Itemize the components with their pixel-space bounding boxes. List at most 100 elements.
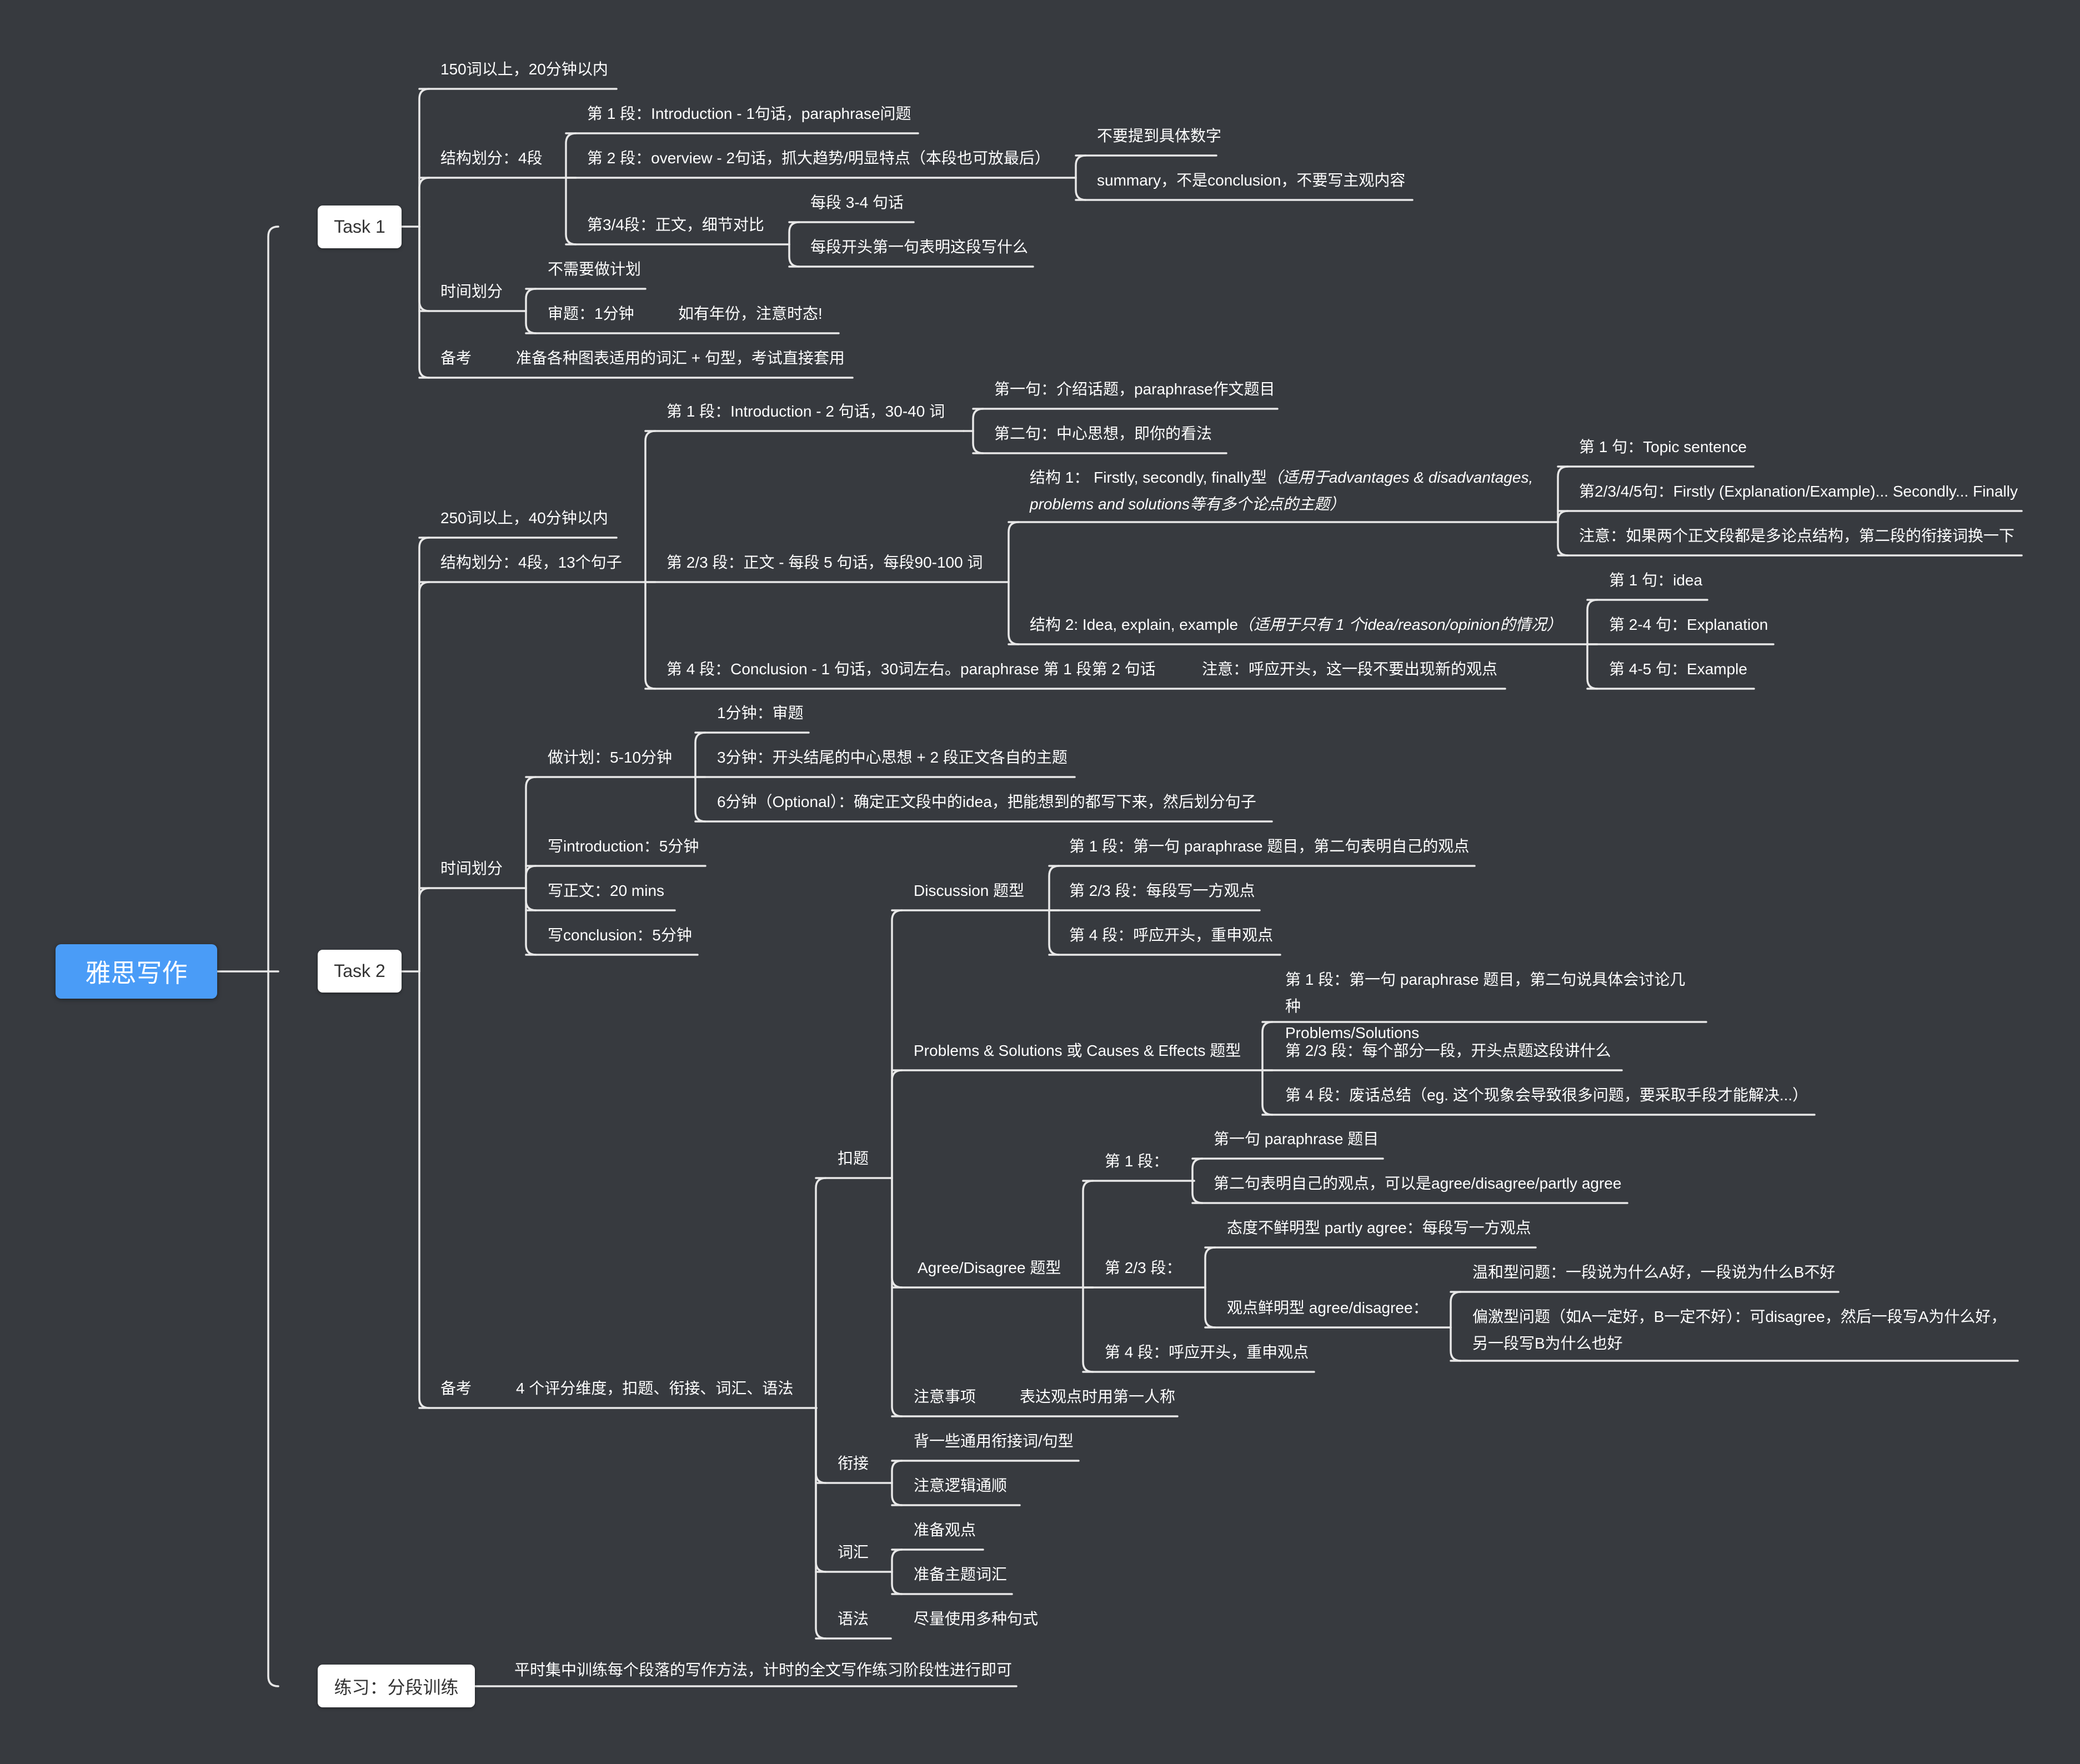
connector-line	[1191, 1157, 1204, 1182]
connector-line	[418, 887, 430, 973]
problems-type: Problems & Solutions 或 Causes & Effects …	[914, 1042, 1241, 1059]
task2-structure2: 结构 2: Idea, explain, example（适用于只有 1 个id…	[1030, 616, 1562, 633]
connector-line	[815, 1407, 827, 1573]
task2-structure1-note: 第2/3/4/5句：Firstly (Explanation/Example).…	[1579, 483, 2018, 500]
agree-clear: 观点鲜明型 agree/disagree：	[1227, 1299, 1429, 1316]
task2-node[interactable]: Task 2	[318, 950, 402, 993]
connector-line	[1008, 521, 1020, 583]
task2-conclusion-time: 写conclusion：5分钟	[548, 926, 692, 944]
connector-line	[1191, 1180, 1204, 1204]
connector-line	[1204, 1246, 1216, 1289]
root-node[interactable]: 雅思写作	[56, 944, 217, 999]
connector-line	[815, 1407, 827, 1640]
discussion-type: Discussion 题型	[914, 882, 1025, 899]
task1-para1: 第 1 段：Introduction - 1句话，paraphrase问题	[587, 105, 911, 122]
task1-review: 审题：1分钟	[548, 305, 634, 322]
connector-line	[972, 430, 984, 454]
cohesion-item: 注意逻辑通顺	[914, 1477, 1008, 1494]
connector-line	[525, 887, 537, 956]
task2-prep-dims: 4 个评分维度，扣题、衔接、词汇、语法	[516, 1380, 794, 1397]
task2-structure1-note: 第 1 句：Topic sentence	[1579, 438, 1747, 455]
task2-plan: 做计划：5-10分钟	[548, 749, 673, 766]
connector-line	[565, 132, 577, 179]
connector-line	[1261, 1069, 1274, 1116]
task2-para23: 第 2/3 段：正文 - 每段 5 句话，每段90-100 词	[666, 554, 983, 571]
task2-para4: 第 4 段：Conclusion - 1 句话，30词左右。paraphrase…	[666, 660, 1156, 678]
connector-line	[891, 1571, 903, 1595]
agree-para1: 第 1 段：	[1105, 1152, 1169, 1170]
task2-structure1-note: 注意：如果两个正文段都是多论点结构，第二段的衔接词换一下	[1579, 527, 2015, 544]
discussion-item: 第 1 段：第一句 paraphrase 题目，第二句表明自己的观点	[1069, 838, 1470, 855]
connector-line	[267, 970, 279, 1687]
task1-no-plan: 不需要做计划	[548, 260, 641, 278]
connector-line	[694, 776, 706, 823]
task1-prep: 备考	[440, 349, 472, 367]
connector-line	[418, 581, 430, 973]
task2-para4-note: 注意：呼应开头，这一段不要出现新的观点	[1202, 660, 1498, 678]
connector-line	[1075, 154, 1087, 179]
cohesion-item: 背一些通用衔接词/句型	[914, 1432, 1074, 1450]
grammar: 语法	[838, 1610, 869, 1627]
task1-para34-note: 每段 3-4 句话	[810, 194, 904, 211]
task2-structure1: 结构 1： Firstly, secondly, finally型（适用于adv…	[1030, 469, 1533, 513]
connector-line	[1048, 909, 1060, 956]
agree-para1-item: 第二句表明自己的观点，可以是agree/disagree/partly agre…	[1214, 1175, 1622, 1192]
connector-line	[525, 887, 537, 911]
task2-plan-step: 6分钟（Optional）：确定正文段中的idea，把能想到的都写下来，然后划分…	[717, 793, 1256, 810]
connector-line	[1204, 1286, 1216, 1329]
connector-line	[891, 909, 903, 1179]
connector-line	[525, 865, 537, 889]
connector-line	[418, 177, 430, 228]
cohesion: 衔接	[838, 1455, 869, 1472]
problems-para4: 第 4 段：废话总结（eg. 这个现象会导致很多问题，要采取手段才能解决...）	[1285, 1086, 1808, 1104]
task1-para2-note: 不要提到具体数字	[1097, 127, 1222, 144]
task2-time: 时间划分	[440, 860, 503, 877]
connector-line	[267, 225, 279, 973]
task1-words: 150词以上，20分钟以内	[440, 61, 608, 78]
connector-line	[565, 177, 577, 245]
task1-review-note: 如有年份，注意时态!	[678, 305, 823, 322]
connector-line	[1082, 1286, 1094, 1373]
connector-line	[525, 288, 537, 312]
task1-structure: 结构划分：4段	[440, 149, 543, 167]
task2-para1: 第 1 段：Introduction - 2 句话，30-40 词	[666, 403, 945, 420]
connector-line	[1586, 643, 1598, 690]
connector-line	[788, 243, 800, 268]
connector-line	[891, 1177, 903, 1417]
task2-structure2-note: 第 2-4 句：Explanation	[1609, 616, 1768, 633]
connector-line	[891, 1482, 903, 1506]
connector-line	[972, 408, 984, 432]
connector-line	[418, 225, 430, 312]
discussion-item: 第 4 段：呼应开头，重申观点	[1069, 926, 1274, 944]
connector-line	[694, 731, 706, 778]
connector-line	[644, 430, 656, 583]
practice-node[interactable]: 练习：分段训练	[318, 1665, 475, 1707]
connector-line	[815, 1177, 827, 1409]
connector-line	[1261, 1021, 1274, 1071]
vocabulary: 词汇	[838, 1543, 869, 1561]
task1-para34: 第3/4段：正文，细节对比	[587, 216, 764, 233]
vocabulary-item: 准备主题词汇	[914, 1566, 1008, 1583]
connector-line	[1586, 599, 1598, 645]
connector-line	[891, 1177, 903, 1289]
task1-para2-note: summary，不是conclusion，不要写主观内容	[1097, 172, 1406, 189]
discussion-item: 第 2/3 段：每段写一方观点	[1069, 882, 1255, 899]
connector-line	[525, 310, 537, 334]
task2-words: 250词以上，40分钟以内	[440, 509, 608, 527]
connector-line	[1557, 521, 1569, 557]
task2-structure: 结构划分：4段，13个句子	[440, 554, 622, 571]
task2-structure2-note: 第 1 句：idea	[1609, 572, 1703, 589]
task2-para1-note: 第一句：介绍话题，paraphrase作文题目	[994, 380, 1275, 398]
task2-plan-step: 1分钟：审题	[717, 704, 804, 721]
task1-node[interactable]: Task 1	[318, 206, 402, 248]
connector-line	[418, 537, 430, 973]
connector-line	[418, 970, 430, 1409]
connector-line	[1450, 1326, 1462, 1362]
agree-para23: 第 2/3 段：	[1105, 1259, 1182, 1276]
task1-time: 时间划分	[440, 283, 503, 300]
agree-extreme: 偏激型问题（如A一定好，B一定不好）：可disagree，然后一段写A为什么好，…	[1472, 1308, 2007, 1352]
task2-structure2-note: 第 4-5 句：Example	[1609, 660, 1747, 678]
agree-type: Agree/Disagree 题型	[918, 1259, 1061, 1276]
